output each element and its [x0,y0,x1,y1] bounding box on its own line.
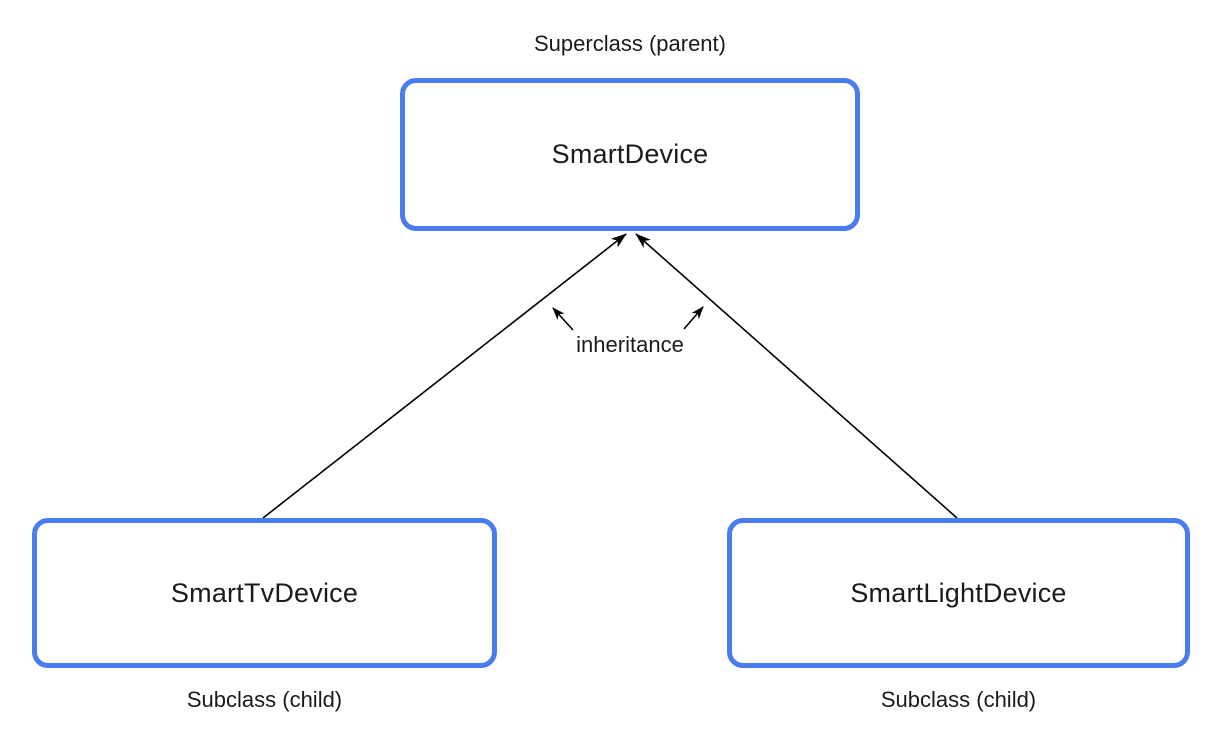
subclass-tv-label: SmartTvDevice [170,577,359,608]
superclass-box: SmartDevice [400,78,860,231]
subclass-light-label: SmartLightDevice [850,577,1067,608]
inheritance-arrow-light-to-superclass [635,233,958,519]
inheritance-label: inheritance [576,332,684,357]
subclass-tv-caption: Subclass (child) [186,687,343,712]
superclass-caption: Superclass (parent) [534,31,726,56]
inheritance-callout-arrow-left [552,307,574,331]
subclass-tv-box: SmartTvDevice [32,518,497,668]
subclass-light-box: SmartLightDevice [727,518,1190,668]
inheritance-callout-arrow-right [683,306,704,330]
subclass-light-caption: Subclass (child) [880,687,1037,712]
superclass-label: SmartDevice [551,139,709,169]
inheritance-arrow-tv-to-superclass [262,233,627,519]
